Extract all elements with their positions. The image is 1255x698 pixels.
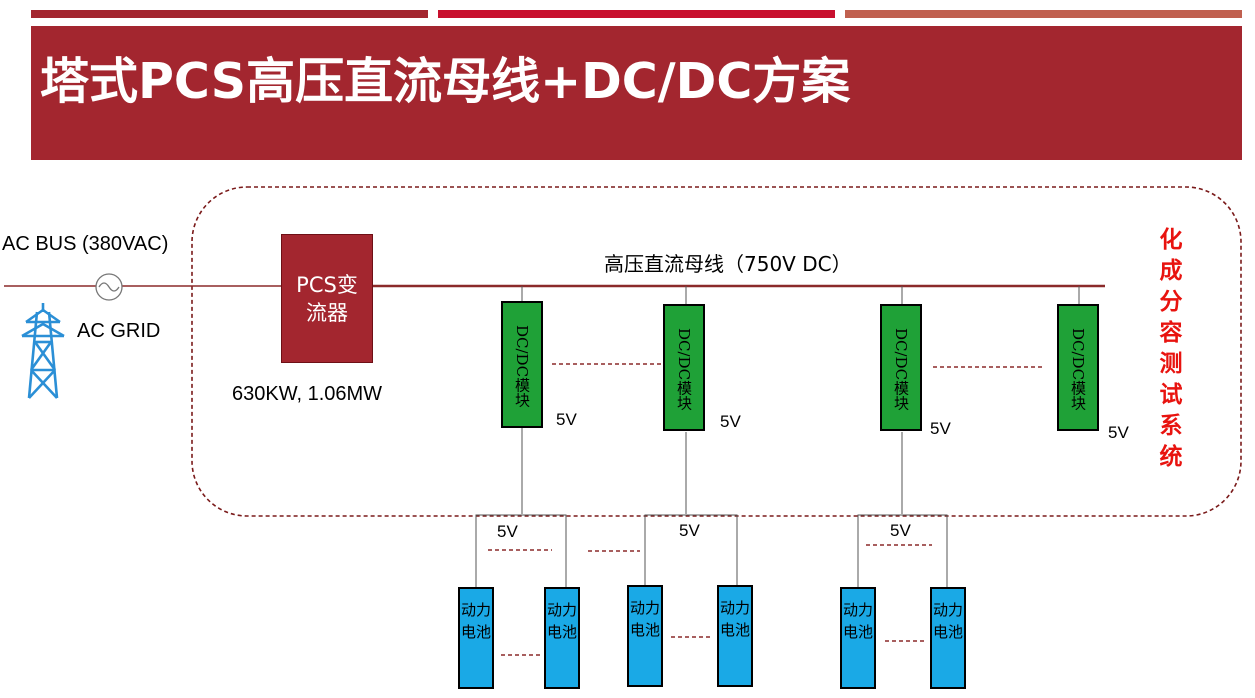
ac-bus-label: AC BUS (380VAC) bbox=[2, 233, 169, 255]
power-battery: 动力电池 bbox=[717, 585, 753, 687]
voltage-label: 5V bbox=[556, 410, 577, 429]
dcdc-module-3: DC/DC模块 bbox=[880, 304, 922, 431]
ac-grid-label: AC GRID bbox=[77, 320, 161, 342]
power-battery: 动力电池 bbox=[930, 587, 966, 689]
pcs-power-label: 630KW, 1.06MW bbox=[232, 383, 383, 405]
system-boundary bbox=[191, 186, 1242, 517]
power-battery: 动力电池 bbox=[840, 587, 876, 689]
header-stripe-right bbox=[845, 10, 1242, 18]
power-battery: 动力电池 bbox=[627, 585, 663, 687]
formation-grading-test-system-label: 化成分容测试系统 bbox=[1159, 226, 1183, 470]
voltage-label: 5V bbox=[890, 521, 911, 540]
header-stripe-middle bbox=[438, 10, 835, 18]
voltage-label: 5V bbox=[720, 412, 741, 431]
dcdc-module-4: DC/DC模块 bbox=[1057, 304, 1099, 431]
power-battery: 动力电池 bbox=[458, 587, 494, 689]
voltage-label: 5V bbox=[930, 419, 951, 438]
voltage-label: 5V bbox=[679, 521, 700, 540]
dcdc-module-2: DC/DC模块 bbox=[663, 304, 705, 431]
power-tower-icon bbox=[21, 303, 65, 399]
dc-bus-label: 高压直流母线（750V DC） bbox=[604, 252, 852, 276]
pcs-converter-label: PCS变流器 bbox=[296, 272, 358, 325]
power-battery: 动力电池 bbox=[544, 587, 580, 689]
pcs-converter-box: PCS变流器 bbox=[281, 234, 373, 363]
dcdc-module-1: DC/DC模块 bbox=[501, 301, 543, 428]
title-banner bbox=[31, 26, 1242, 160]
header-stripe-left bbox=[31, 10, 428, 18]
voltage-label: 5V bbox=[1108, 423, 1129, 442]
voltage-label: 5V bbox=[497, 522, 518, 541]
page-title: 塔式PCS高压直流母线+DC/DC方案 bbox=[40, 53, 851, 110]
